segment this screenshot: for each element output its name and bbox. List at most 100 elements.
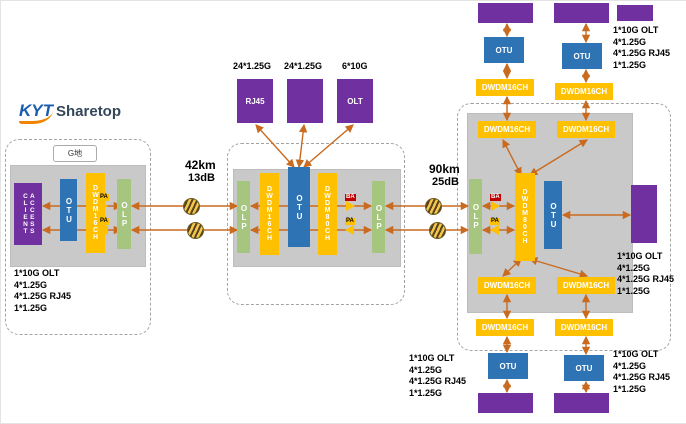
middle-olp-west-card: OLP <box>237 181 250 253</box>
middle-otu-label: OTU <box>295 193 304 221</box>
right-otu-card: OTU <box>544 181 562 249</box>
left-olp-card: OLP <box>117 179 131 249</box>
right-olp-card: OLP <box>469 179 482 254</box>
middle-olp-west-label: OLP <box>239 203 249 231</box>
amplifier-triangle-icon <box>99 201 109 211</box>
inner-top-dwdm16-2: DWDM16CH <box>557 121 615 138</box>
svc-rj45-count: 24*1.25G <box>233 61 272 71</box>
dwdm16-label: DWDM16CH <box>560 87 608 96</box>
dwdm16-label: DWDM16CH <box>483 281 531 290</box>
middle-ba-amplifier: BA <box>345 194 356 211</box>
svc-olt-count: 6*10G <box>342 61 368 71</box>
caption-line: 4*1.25G <box>613 36 647 47</box>
eth-client-box <box>287 79 323 123</box>
caption-left-site: 1*10G OLT 4*1.25G 4*1.25G RJ45 1*1.25G <box>14 268 71 314</box>
dwdm16-label: DWDM16CH <box>483 125 531 134</box>
client-access-label: CLIENT ACCESS <box>22 193 36 235</box>
brand-logo: KYT Sharetop <box>19 101 121 124</box>
bottom-otu-1: OTU <box>488 353 528 379</box>
caption-bottom-left: 1*10G OLT 4*1.25G 4*1.25G RJ45 1*1.25G <box>409 353 466 399</box>
top-outer-dwdm16-2: DWDM16CH <box>555 83 613 100</box>
ba-label: BA <box>490 194 501 201</box>
amplifier-triangle-icon <box>490 201 500 211</box>
middle-dwdm16-label: DWDM16CH <box>266 186 273 242</box>
bottom-outer-dwdm16-2: DWDM16CH <box>555 319 613 336</box>
caption-bottom-right: 1*10G OLT 4*1.25G 4*1.25G RJ45 1*1.25G <box>613 349 670 395</box>
right-otu-label: OTU <box>549 201 558 229</box>
caption-line: 1*1.25G <box>14 302 48 313</box>
otu-label: OTU <box>575 363 593 373</box>
caption-line: 1*1.25G <box>617 285 651 296</box>
olt-client-box: OLT <box>337 79 373 123</box>
bottom-client-box-2 <box>554 393 609 413</box>
top-outer-dwdm16-1: DWDM16CH <box>476 79 534 96</box>
bottom-client-box-1 <box>478 393 533 413</box>
right-dwdm80-card: DWDM80CH <box>515 173 535 261</box>
right-client-box <box>631 185 657 243</box>
caption-line: 4*1.25G <box>409 364 443 375</box>
left-site-label: G地 <box>67 149 83 158</box>
amplifier-triangle-icon <box>345 225 355 235</box>
caption-mid-right: 1*10G OLT 4*1.25G 4*1.25G RJ45 1*1.25G <box>617 251 674 297</box>
caption-line: 4*1.25G RJ45 <box>613 48 671 58</box>
left-dwdm16-label: DWDM16CH <box>92 185 99 241</box>
rj45-client-box: RJ45 <box>237 79 273 123</box>
dwdm16-label: DWDM16CH <box>560 323 608 332</box>
dwdm16-label: DWDM16CH <box>562 281 610 290</box>
caption-line: 4*1.25G <box>617 262 651 273</box>
caption-line: 1*10G OLT <box>14 268 60 278</box>
fiber-globe-icon <box>183 198 200 215</box>
caption-line: 4*1.25G <box>14 279 48 290</box>
caption-line: 4*1.25G RJ45 <box>617 274 675 284</box>
caption-line: 4*1.25G RJ45 <box>613 372 671 382</box>
right-dwdm80-label: DWDM80CH <box>521 189 529 245</box>
left-site-chip: G地 <box>53 145 97 162</box>
pa-label: PA <box>99 194 109 201</box>
left-otu-label: OTU <box>64 196 74 224</box>
left-pa-amplifier-rx: PA <box>99 218 109 235</box>
caption-line: 4*1.25G RJ45 <box>409 376 467 386</box>
pa-label: PA <box>99 218 109 225</box>
caption-top-right: 1*10G OLT 4*1.25G 4*1.25G RJ45 1*1.25G <box>613 25 670 71</box>
client-access-card: CLIENT ACCESS <box>14 183 42 245</box>
top-otu-1: OTU <box>484 37 524 63</box>
caption-line: 1*10G OLT <box>409 353 455 363</box>
middle-dwdm80-label: DWDM80CH <box>324 186 331 242</box>
top-client-box-1 <box>478 3 533 23</box>
right-olp-label: OLP <box>471 203 481 230</box>
dwdm16-label: DWDM16CH <box>481 83 529 92</box>
middle-olp-east-card: OLP <box>372 181 385 253</box>
amplifier-triangle-icon <box>490 225 500 235</box>
span2-distance: 90km <box>429 162 460 176</box>
caption-line: 4*1.25G RJ45 <box>14 291 72 301</box>
otu-label: OTU <box>499 361 517 371</box>
left-olp-label: OLP <box>120 200 129 228</box>
right-ba-amplifier: BA <box>490 194 501 211</box>
inner-bottom-dwdm16-2: DWDM16CH <box>557 277 615 294</box>
span1-distance: 42km <box>185 158 216 172</box>
middle-olp-east-label: OLP <box>374 203 384 231</box>
right-pa-amplifier: PA <box>490 218 500 235</box>
top-client-box-3 <box>617 5 653 21</box>
caption-line: 1*1.25G <box>613 383 647 394</box>
svc-eth-count: 24*1.25G <box>284 61 323 71</box>
dwdm16-label: DWDM16CH <box>481 323 529 332</box>
caption-line: 1*10G OLT <box>617 251 663 261</box>
caption-line: 4*1.25G <box>613 360 647 371</box>
dwdm16-label: DWDM16CH <box>562 125 610 134</box>
brand-logo-name: Sharetop <box>56 103 122 120</box>
left-site-boundary <box>5 139 151 335</box>
bottom-otu-2: OTU <box>564 355 604 381</box>
ba-label: BA <box>345 194 356 201</box>
otu-label: OTU <box>495 45 513 55</box>
middle-pa-amplifier: PA <box>345 218 355 235</box>
middle-dwdm16-card: DWDM16CH <box>260 173 279 255</box>
rj45-label: RJ45 <box>245 96 265 106</box>
olt-label: OLT <box>347 96 363 106</box>
inner-bottom-dwdm16-1: DWDM16CH <box>478 277 536 294</box>
span1-loss: 13dB <box>188 172 215 184</box>
caption-line: 1*1.25G <box>613 59 647 70</box>
top-client-box-2 <box>554 3 609 23</box>
span2-loss: 25dB <box>432 176 459 188</box>
